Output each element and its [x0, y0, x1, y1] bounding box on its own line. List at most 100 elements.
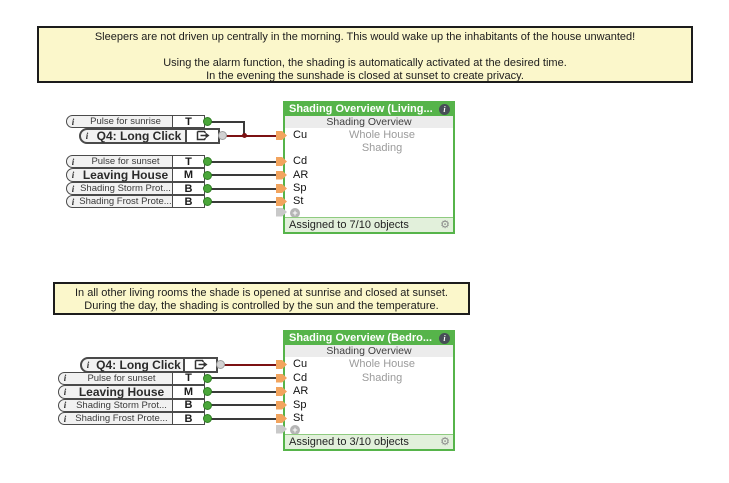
- block-input-label: St: [293, 412, 304, 424]
- output-connector[interactable]: [203, 414, 212, 423]
- input-type-badge: M: [172, 385, 204, 398]
- output-connector[interactable]: [203, 400, 212, 410]
- block-input-label: Cu: [293, 129, 308, 141]
- input-connector-st[interactable]: [276, 197, 287, 206]
- block-description: Shading: [361, 142, 403, 154]
- wire: [210, 377, 278, 379]
- input-connector-ar[interactable]: [276, 170, 287, 180]
- output-connector[interactable]: [203, 157, 212, 166]
- block-input-label: Cd: [293, 371, 308, 384]
- note-line: In the evening the sunshade is closed at…: [206, 70, 524, 82]
- input-ref-label: Leaving House: [78, 384, 165, 399]
- input-ref-leaving-house[interactable]: i Leaving House M: [66, 168, 205, 182]
- input-connector-disabled: [276, 424, 287, 434]
- wire: [243, 120, 245, 137]
- input-connector-st[interactable]: [276, 414, 287, 423]
- output-connector[interactable]: [203, 373, 212, 383]
- input-type-badge: T: [172, 156, 204, 168]
- block-description: Whole House: [348, 129, 416, 141]
- input-ref-label: Pulse for sunrise: [90, 116, 161, 127]
- input-connector-sp[interactable]: [276, 400, 287, 410]
- input-type-badge: B: [172, 399, 204, 411]
- output-connector[interactable]: [203, 387, 212, 396]
- info-icon: i: [71, 183, 75, 194]
- input-ref-pulse-for-sunrise[interactable]: i Pulse for sunrise T: [66, 115, 205, 128]
- block-input-label: Cu: [293, 358, 308, 370]
- info-icon: i: [63, 373, 67, 383]
- assignment-status-bar[interactable]: Assigned to 3/10 objects ⚙: [285, 434, 453, 449]
- input-type-badge: B: [172, 413, 204, 425]
- input-ref-shading-frost-protection[interactable]: i Shading Frost Prote... B: [58, 412, 205, 425]
- output-connector[interactable]: [218, 131, 227, 140]
- info-icon: i: [71, 170, 75, 180]
- add-input-button[interactable]: +: [290, 424, 300, 435]
- info-icon[interactable]: i: [439, 333, 450, 344]
- wire: [210, 390, 278, 393]
- block-input-label: Cd: [293, 155, 308, 167]
- note-line: In all other living rooms the shade is o…: [74, 287, 448, 299]
- input-connector-cd[interactable]: [276, 373, 287, 383]
- input-type-badge: M: [172, 169, 204, 181]
- input-connector-cu[interactable]: [276, 131, 287, 140]
- wire: [210, 417, 278, 420]
- output-connector[interactable]: [203, 117, 212, 126]
- input-ref-label: Q4: Long Click: [96, 357, 181, 372]
- assignment-status-text: Assigned to 3/10 objects: [289, 436, 409, 448]
- output-action-icon: [185, 129, 218, 142]
- wire-junction: [241, 133, 247, 138]
- output-connector[interactable]: [216, 360, 225, 369]
- note-line: [39, 44, 691, 57]
- input-connector-cu[interactable]: [276, 360, 287, 369]
- block-description: Shading: [361, 371, 403, 384]
- block-description: Whole House: [348, 358, 416, 370]
- assignment-status-bar[interactable]: Assigned to 7/10 objects ⚙: [285, 217, 453, 232]
- input-ref-label: Shading Storm Prot...: [80, 183, 171, 194]
- info-icon: i: [63, 386, 67, 397]
- input-connector-cd[interactable]: [276, 157, 287, 166]
- gear-icon[interactable]: ⚙: [440, 435, 450, 448]
- input-connector-ar[interactable]: [276, 387, 287, 396]
- function-block-type: Shading Overview: [285, 116, 453, 128]
- block-input-label: Sp: [293, 398, 307, 411]
- info-icon: i: [71, 156, 75, 167]
- info-icon: i: [71, 116, 75, 127]
- input-ref-label: Shading Frost Prote...: [79, 196, 172, 207]
- wire-red: [225, 134, 278, 137]
- block-input-label: St: [293, 195, 304, 207]
- input-connector-sp[interactable]: [276, 184, 287, 193]
- output-action-icon: [183, 358, 216, 371]
- input-ref-pulse-for-sunset[interactable]: i Pulse for sunset T: [58, 371, 205, 385]
- function-block-shading-overview-bedroom[interactable]: Shading Overview (Bedro... i Shading Ove…: [276, 330, 455, 451]
- function-block-title: Shading Overview (Living...: [289, 103, 433, 115]
- function-block-shading-overview-living[interactable]: Shading Overview (Living... i Shading Ov…: [276, 101, 455, 234]
- output-connector[interactable]: [203, 197, 212, 206]
- block-input-label: Sp: [293, 182, 307, 194]
- function-block-header[interactable]: Shading Overview (Bedro... i: [285, 332, 453, 345]
- wire: [210, 174, 278, 176]
- assignment-status-text: Assigned to 7/10 objects: [289, 219, 409, 231]
- output-connector[interactable]: [203, 170, 212, 180]
- add-input-button[interactable]: +: [290, 207, 300, 218]
- wire: [210, 120, 245, 123]
- info-icon: i: [63, 400, 67, 410]
- input-ref-shading-frost-protection[interactable]: i Shading Frost Prote... B: [66, 195, 205, 208]
- gear-icon[interactable]: ⚙: [440, 218, 450, 231]
- input-type-badge: T: [172, 372, 204, 384]
- input-connector-disabled: [276, 207, 287, 217]
- input-ref-label: Pulse for sunset: [87, 372, 156, 384]
- input-ref-q4-long-click[interactable]: i Q4: Long Click: [80, 356, 218, 373]
- input-type-badge: B: [172, 183, 204, 195]
- output-connector[interactable]: [203, 184, 212, 193]
- note-box-living-rooms[interactable]: In all other living rooms the shade is o…: [53, 282, 470, 315]
- input-ref-q4-long-click[interactable]: i Q4: Long Click: [79, 127, 220, 144]
- function-block-header[interactable]: Shading Overview (Living... i: [285, 103, 453, 116]
- wire: [210, 200, 278, 203]
- input-ref-shading-storm-protection[interactable]: i Shading Storm Prot... B: [66, 182, 205, 195]
- input-ref-shading-storm-protection[interactable]: i Shading Storm Prot... B: [58, 398, 205, 412]
- note-box-morning[interactable]: Sleepers are not driven up centrally in …: [37, 26, 693, 83]
- input-ref-label: Q4: Long Click: [96, 128, 182, 143]
- info-icon[interactable]: i: [439, 104, 450, 115]
- input-ref-leaving-house[interactable]: i Leaving House M: [58, 384, 205, 399]
- input-ref-label: Shading Storm Prot...: [76, 399, 167, 411]
- input-ref-pulse-for-sunset[interactable]: i Pulse for sunset T: [66, 155, 205, 168]
